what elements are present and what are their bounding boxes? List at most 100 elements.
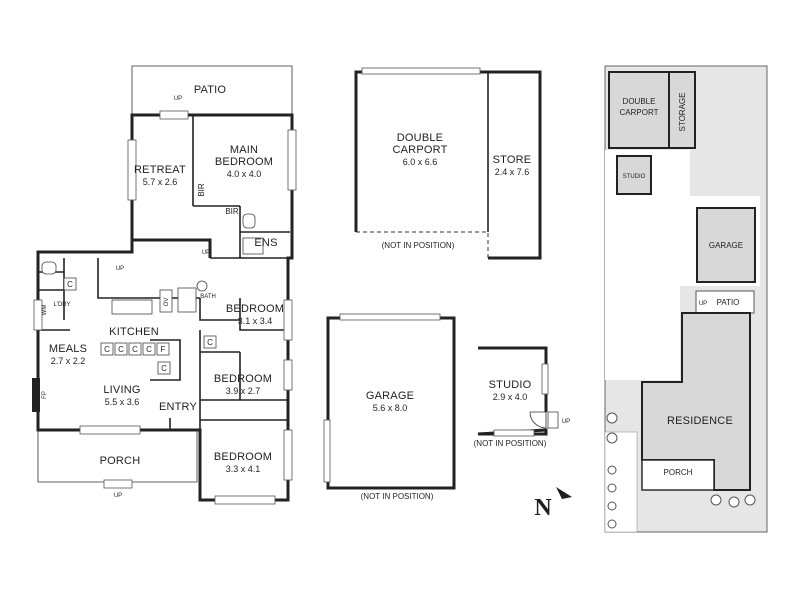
garage-plan: GARAGE 5.6 x 8.0 (NOT IN POSITION) bbox=[323, 313, 456, 501]
bedroom-b-label: BEDROOM bbox=[214, 373, 272, 385]
bedroom-a-dims: 3.1 x 3.4 bbox=[238, 316, 273, 326]
bedroom-a-label: BEDROOM bbox=[226, 303, 284, 315]
bedroom-c-label: BEDROOM bbox=[214, 451, 272, 463]
shrub-icon bbox=[607, 465, 617, 475]
shrub-icon bbox=[710, 494, 722, 506]
studio-up-label: UP bbox=[562, 419, 570, 425]
site-double-carport bbox=[608, 71, 670, 149]
site-double-carport-label-1: DOUBLE bbox=[623, 97, 656, 106]
window bbox=[283, 429, 293, 481]
laundry-label: L'DRY bbox=[53, 302, 70, 308]
bedroom-b-dims: 3.9 x 2.7 bbox=[226, 386, 261, 396]
store-label: STORE bbox=[493, 154, 532, 166]
window bbox=[79, 425, 141, 435]
studio-not-in-position: (NOT IN POSITION) bbox=[474, 439, 547, 448]
site-residence-label: RESIDENCE bbox=[667, 415, 733, 427]
living-dims: 5.5 x 3.6 bbox=[105, 397, 140, 407]
double-carport-dims: 6.0 x 6.6 bbox=[403, 157, 438, 167]
carport-open-side bbox=[356, 231, 489, 258]
site-studio bbox=[616, 155, 652, 195]
patio-label: PATIO bbox=[194, 84, 227, 96]
cupboard-box bbox=[63, 277, 77, 291]
main-bedroom-label-1: MAIN bbox=[230, 144, 258, 156]
meals-dims: 2.7 x 2.2 bbox=[51, 356, 86, 366]
bir-label-vertical: BIR bbox=[197, 183, 206, 197]
bath-label: BATH bbox=[200, 294, 216, 300]
shower bbox=[242, 237, 264, 255]
ensuite-toilet-icon bbox=[242, 213, 256, 229]
studio-plan: STUDIO 2.9 x 4.0 (NOT IN POSITION) UP bbox=[474, 346, 570, 448]
bir-label: BIR bbox=[225, 207, 239, 216]
studio-window bbox=[541, 363, 549, 395]
studio-door bbox=[529, 411, 547, 429]
fridge-label: F bbox=[161, 345, 166, 354]
site-porch-label: PORCH bbox=[664, 468, 693, 477]
shrub-icon bbox=[607, 483, 617, 493]
site-storage-label: STORAGE bbox=[678, 93, 687, 132]
cupboard-box bbox=[114, 342, 128, 356]
window bbox=[287, 129, 297, 191]
carport-not-in-position: (NOT IN POSITION) bbox=[382, 241, 455, 250]
cupboard-label: C bbox=[161, 364, 167, 373]
shrub-icon bbox=[607, 501, 617, 511]
up-label: UP bbox=[114, 493, 122, 499]
fridge-box bbox=[156, 342, 170, 356]
window bbox=[33, 299, 43, 331]
fireplace-label: FP bbox=[42, 391, 48, 399]
cupboard-label: C bbox=[146, 345, 152, 354]
window bbox=[283, 299, 293, 341]
site-garden-bed bbox=[604, 431, 638, 533]
studio-walls bbox=[477, 346, 548, 436]
cupboard-label: C bbox=[207, 338, 213, 347]
garage-label: GARAGE bbox=[366, 390, 414, 402]
meals-label: MEALS bbox=[49, 343, 87, 355]
basin-icon bbox=[196, 280, 208, 292]
north-arrow-icon bbox=[556, 487, 572, 499]
entry-label: ENTRY bbox=[159, 401, 198, 413]
main-bedroom-label-2: BEDROOM bbox=[215, 156, 273, 168]
patio-outline bbox=[131, 65, 293, 115]
shrub-icon bbox=[744, 494, 756, 506]
double-carport-label-2: CARPORT bbox=[393, 144, 448, 156]
oven-label: OV bbox=[164, 298, 170, 307]
north-arrow: N bbox=[534, 487, 572, 521]
cupboard-label: C bbox=[132, 345, 138, 354]
site-storage bbox=[668, 71, 696, 149]
carport-walls bbox=[354, 70, 542, 260]
retreat-label: RETREAT bbox=[134, 164, 186, 176]
up-label: UP bbox=[174, 96, 182, 102]
cupboard-box bbox=[100, 342, 114, 356]
house-outer-walls bbox=[36, 113, 294, 502]
shrub-icon bbox=[607, 519, 617, 529]
cupboard-box bbox=[142, 342, 156, 356]
porch-step bbox=[103, 479, 133, 489]
kitchen-label: KITCHEN bbox=[109, 326, 159, 338]
bedroom-c-dims: 3.3 x 4.1 bbox=[226, 464, 261, 474]
site-garage-label: GARAGE bbox=[709, 241, 743, 250]
carport-opening bbox=[361, 67, 481, 75]
cupboard-box bbox=[203, 335, 217, 349]
site-studio-label: STUDIO bbox=[623, 174, 646, 180]
shrub-icon bbox=[728, 496, 740, 508]
cupboard-label: C bbox=[118, 345, 124, 354]
garage-dims: 5.6 x 8.0 bbox=[373, 403, 408, 413]
up-label: UP bbox=[202, 250, 210, 256]
porch-label: PORCH bbox=[100, 455, 141, 467]
carport-store-plan: DOUBLE CARPORT 6.0 x 6.6 (NOT IN POSITIO… bbox=[354, 67, 542, 260]
retreat-dims: 5.7 x 2.6 bbox=[143, 177, 178, 187]
studio-window bbox=[493, 429, 535, 437]
studio-step bbox=[547, 411, 559, 429]
up-label: UP bbox=[116, 266, 124, 272]
north-label: N bbox=[534, 495, 552, 521]
studio-label: STUDIO bbox=[489, 379, 532, 391]
shrub-icon bbox=[606, 432, 618, 444]
toilet-icon bbox=[41, 261, 57, 275]
living-label: LIVING bbox=[103, 384, 140, 396]
main-bedroom-dims: 4.0 x 4.0 bbox=[227, 169, 262, 179]
studio-dims: 2.9 x 4.0 bbox=[493, 392, 528, 402]
patio-door bbox=[159, 110, 189, 120]
main-house-plan: PATIO UP RETREAT 5.7 x 2.6 MAIN BEDROOM … bbox=[32, 65, 297, 505]
site-double-carport-label-2: CARPORT bbox=[620, 108, 659, 117]
garage-door bbox=[323, 419, 331, 483]
